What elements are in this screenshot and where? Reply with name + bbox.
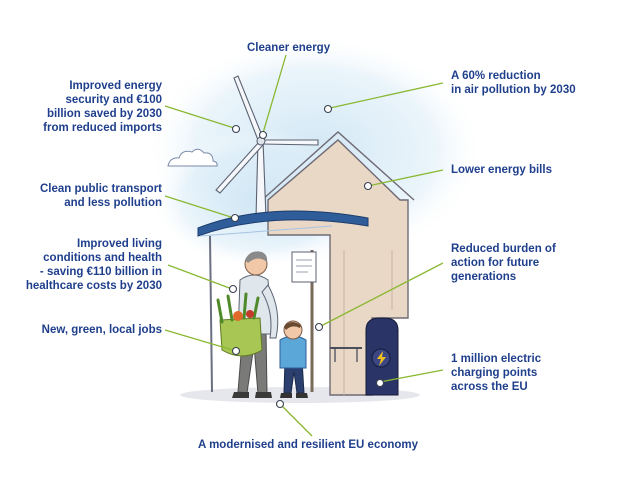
child-icon xyxy=(279,320,308,398)
label-line: - saving €110 billion in xyxy=(39,266,162,278)
label-line: Improved living xyxy=(77,238,162,250)
label-line: in air pollution by 2030 xyxy=(451,84,576,96)
dot-cleaner-energy xyxy=(258,130,268,140)
label-line: 1 million electric xyxy=(451,353,542,365)
label-line: security and €100 xyxy=(65,94,162,106)
label-line: conditions and health xyxy=(43,252,162,264)
label-living-conditions: Improved living conditions and health - … xyxy=(26,237,162,293)
dot-lower-bills xyxy=(363,181,373,191)
label-line: billion saved by 2030 xyxy=(46,108,162,120)
bus-shelter-icon xyxy=(197,210,369,393)
vegetable-bag-icon xyxy=(216,292,263,357)
label-line: A 60% reduction xyxy=(451,70,541,82)
label-line: charging points xyxy=(451,367,538,379)
dot-public-transport xyxy=(230,213,240,223)
ev-charger-icon xyxy=(365,317,399,396)
connector-dots xyxy=(228,104,385,409)
label-line: generations xyxy=(451,271,517,283)
label-line: healthcare costs by 2030 xyxy=(25,280,162,292)
label-future-generations: Reduced burden of action for future gene… xyxy=(451,242,556,284)
lightning-bolt-icon xyxy=(377,351,386,366)
label-energy-security: Improved energy security and €100 billio… xyxy=(43,79,162,135)
dot-green-jobs xyxy=(231,346,241,356)
label-line: from reduced imports xyxy=(43,122,162,134)
dot-living-conditions xyxy=(228,284,238,294)
label-line: across the EU xyxy=(451,381,528,393)
label-charging-points: 1 million electric charging points acros… xyxy=(451,352,541,394)
dot-energy-security xyxy=(231,124,241,134)
label-public-transport: Clean public transport and less pollutio… xyxy=(40,182,162,210)
label-line: and less pollution xyxy=(64,197,162,209)
cloud-icon xyxy=(167,148,218,167)
label-lower-bills: Lower energy bills xyxy=(451,164,552,176)
house-icon xyxy=(261,131,415,396)
connector-lines xyxy=(164,54,444,437)
dot-charging-points xyxy=(375,378,385,388)
label-cleaner-energy: Cleaner energy xyxy=(247,42,331,54)
label-economy: A modernised and resilient EU economy xyxy=(198,439,419,451)
dot-air-pollution xyxy=(323,104,333,114)
label-line: Improved energy xyxy=(69,80,162,92)
label-line: Reduced burden of xyxy=(451,243,556,255)
label-line: Clean public transport xyxy=(39,183,162,195)
dot-economy xyxy=(275,399,285,409)
label-line: action for future xyxy=(451,257,540,269)
dot-future-generations xyxy=(314,322,324,332)
label-air-pollution: A 60% reduction in air pollution by 2030 xyxy=(451,69,576,97)
label-green-jobs: New, green, local jobs xyxy=(41,324,162,336)
